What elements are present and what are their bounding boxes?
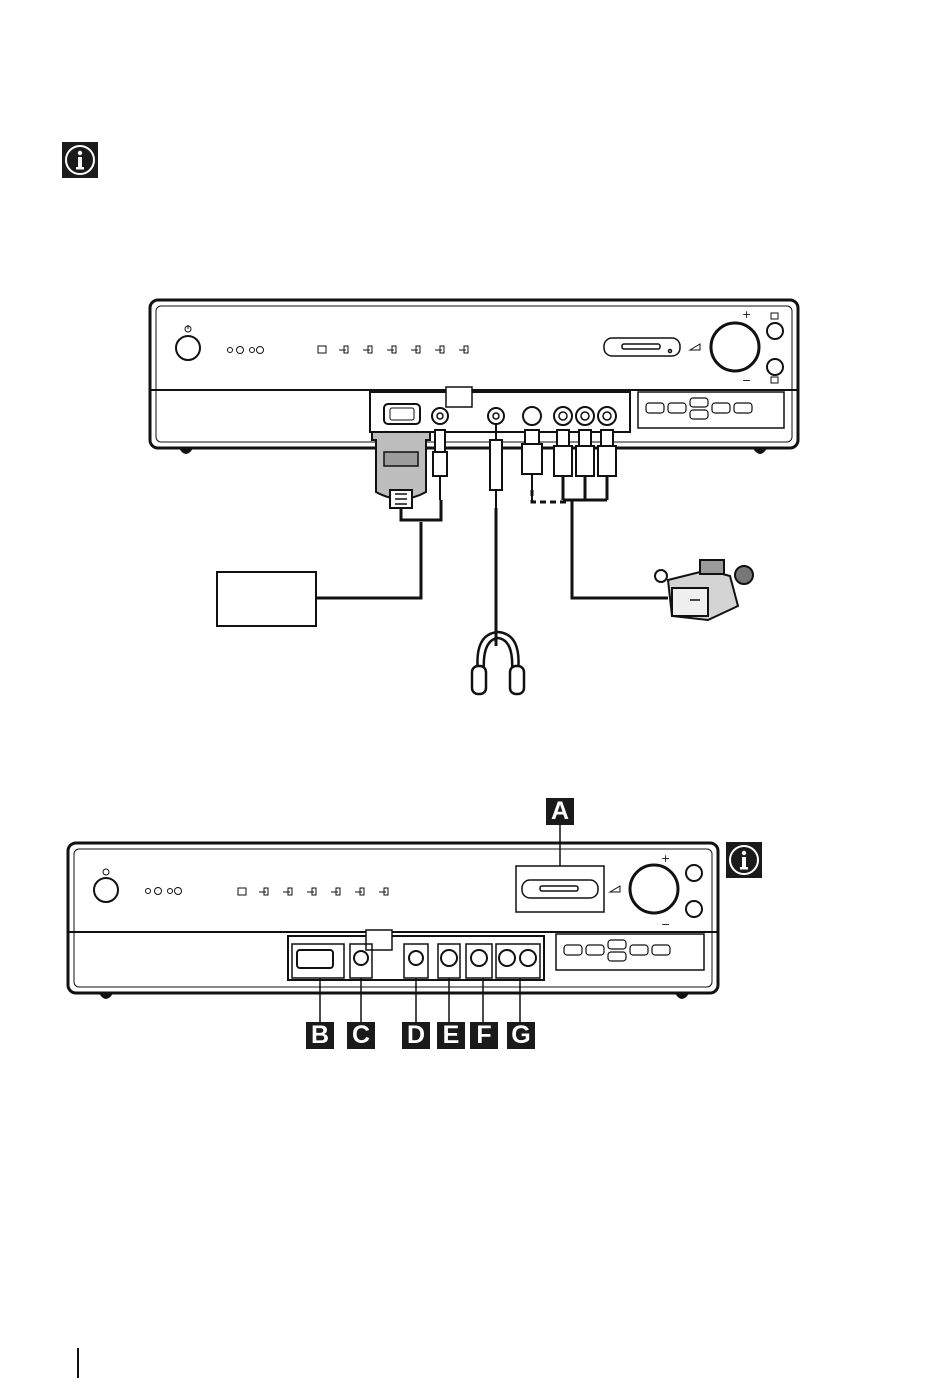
svg-text:+: + (661, 852, 670, 865)
svg-text:−: − (661, 918, 670, 931)
input-indicators (238, 888, 388, 895)
info-icon (726, 842, 762, 878)
callout-g: G (507, 1022, 535, 1049)
memory-stick-area (516, 866, 604, 912)
indicator-lights (146, 888, 182, 895)
memory-stick-slot (522, 880, 598, 898)
callout-a: A (546, 798, 574, 825)
power-button (94, 869, 118, 902)
front-panel-diagram: + − (0, 0, 950, 1100)
callout-d: D (402, 1022, 430, 1049)
side-buttons (686, 865, 702, 917)
callout-b: B (306, 1022, 334, 1049)
callout-c: C (347, 1022, 375, 1049)
callout-lines (320, 978, 520, 1022)
connector-panel (288, 930, 544, 980)
page-margin-line (77, 1348, 79, 1378)
volume-dial: + − (610, 852, 678, 931)
callout-e: E (437, 1022, 465, 1049)
control-pad (556, 934, 704, 970)
callout-f: F (470, 1022, 498, 1049)
